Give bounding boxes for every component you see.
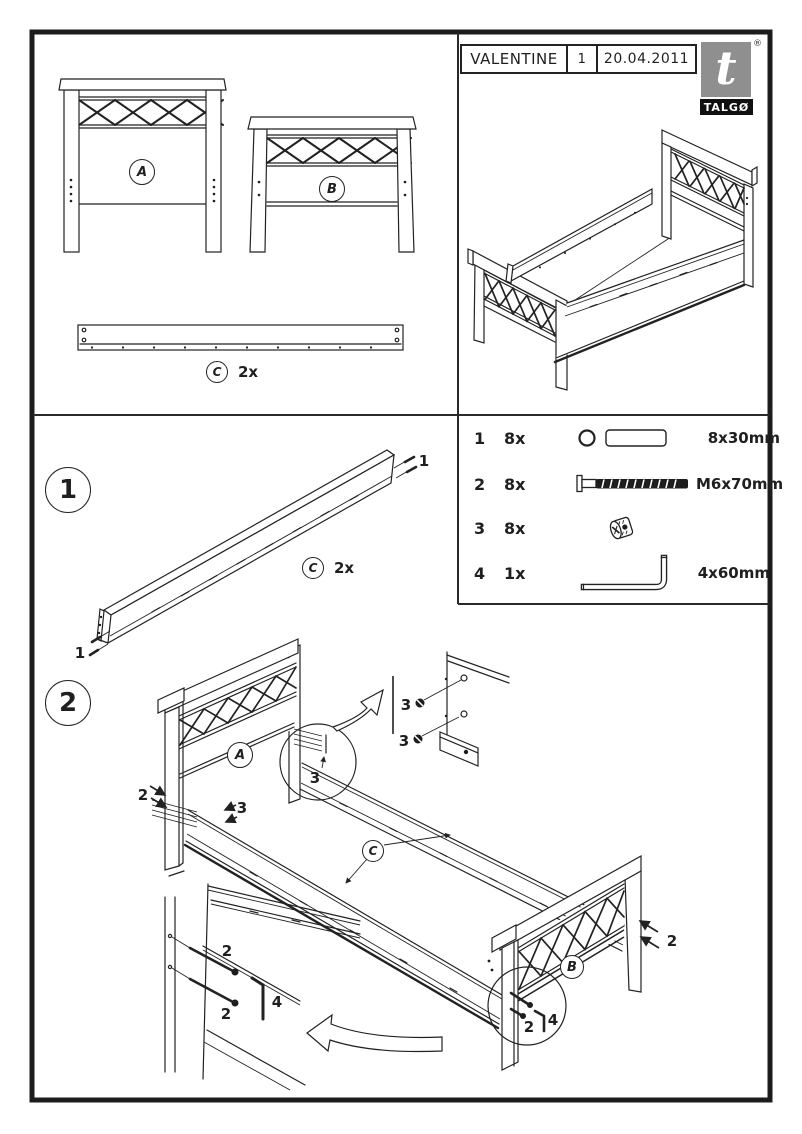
panel-label-a: A [129,159,155,185]
registered-mark: ® [753,39,762,49]
callout-key-magnifier-b: 4 [547,1011,559,1029]
part-quantity: 1x [504,563,526,583]
callout-bolt-a: 2 [137,786,149,804]
step-1-badge: 1 [45,467,91,513]
callout-bolt-b: 2 [666,932,678,950]
callout-dowel-top: 1 [418,452,430,470]
washer-dowel-icon [550,425,696,451]
page-frame [29,29,773,1103]
panel-label-b: B [319,176,345,202]
rail-label-c: C [206,361,228,383]
callout-bolt-detail-1: 2 [221,942,233,960]
callout-nut-detail-top: 3 [400,696,412,714]
revision-date: 20.04.2011 [603,51,690,67]
callout-bolt-detail-2: 2 [220,1005,232,1023]
rail-c-quantity: 2x [238,363,259,381]
part-size: 8x30mm [707,429,780,447]
magnifier-b-content [509,991,546,1033]
part-number: 4 [474,563,486,583]
callout-arrow [149,785,167,796]
magnifier-circle-b [487,966,567,1046]
page-number: 1 [568,46,598,72]
callout-arrow [639,936,660,949]
part-number: 3 [474,518,486,538]
part-size: 4x60mm [697,564,770,582]
part-number: 2 [474,474,486,494]
overview-headboard-a [58,78,227,253]
callout-arrow [150,797,168,808]
part-quantity: 8x [504,474,526,494]
bolt-icon [550,473,696,495]
part-size: M6x70mm [696,475,784,493]
step1-rail-c [88,449,418,657]
barrel-nut-icon [550,514,674,542]
magnifier-a-content [293,728,327,754]
callout-arrow [223,801,237,812]
callout-nut-rail: 3 [236,799,248,817]
product-name: VALENTINE [462,46,568,72]
rail-c-leader [383,832,451,846]
assembled-bed [467,129,758,391]
callout-arrow [638,920,659,933]
allen-key-icon [550,552,686,594]
part-row-3: 3 8x [462,508,764,548]
step1-rail-label-c: C [302,557,324,579]
callout-arrow [224,813,238,824]
part-row-1: 1 8x 8x30mm [462,418,780,458]
direction-arrow [306,1013,443,1053]
overview-footboard-b [247,116,417,253]
brand-logo-letter: t [715,40,737,95]
nut-leader [320,756,326,769]
callout-key-detail: 4 [271,993,283,1011]
part-row-4: 4 1x 4x60mm [462,552,770,594]
step2-panel-label-b: B [560,955,584,979]
step2-assembly [149,638,660,1091]
step-2-badge: 2 [45,680,91,726]
detail-bolts-allen [164,870,361,1091]
rail-c-leader [345,858,368,884]
part-number: 1 [474,428,486,448]
callout-dowel-bottom: 1 [74,644,86,662]
step2-headboard-a [157,638,301,871]
step2-panel-label-a: A [227,742,253,768]
callout-bolt-magnifier-b: 2 [523,1018,535,1036]
magnifier-circle-a [279,723,357,801]
part-row-2: 2 8x M6x70mm [462,464,783,504]
part-quantity: 8x [504,428,526,448]
brand-name: TALGØ [700,99,753,115]
title-block: VALENTINE 1 20.04.2011 [460,44,697,74]
step1-rail-quantity: 2x [334,559,355,577]
step2-rail-label-c: C [362,840,384,862]
overview-rail-c [77,324,404,351]
brand-logo: t [701,42,751,97]
zoom-arrow [331,688,384,732]
callout-nut-detail-bottom: 3 [398,732,410,750]
part-quantity: 8x [504,518,526,538]
detail-barrel-nuts [413,651,510,767]
callout-nut-magnifier: 3 [309,769,321,787]
